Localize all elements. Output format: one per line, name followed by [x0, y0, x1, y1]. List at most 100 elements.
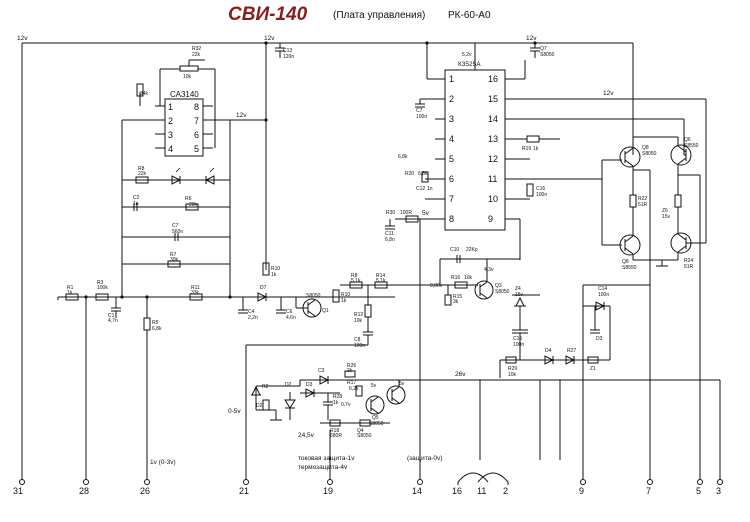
- svg-text:C15: C15: [513, 336, 522, 342]
- svg-text:3: 3: [168, 130, 173, 140]
- svg-text:1n: 1n: [133, 201, 139, 207]
- svg-text:100n: 100n: [416, 114, 427, 120]
- svg-text:22k: 22k: [192, 52, 201, 58]
- svg-text:Z1: Z1: [590, 366, 596, 372]
- svg-text:26v: 26v: [455, 371, 466, 378]
- svg-text:5v: 5v: [399, 381, 405, 387]
- svg-text:R19: R19: [522, 146, 531, 152]
- svg-text:R8: R8: [138, 166, 145, 172]
- svg-text:R28: R28: [333, 394, 342, 400]
- connector-pin-19: 19: [323, 460, 333, 496]
- svg-text:22k: 22k: [138, 171, 147, 177]
- svg-text:6: 6: [194, 130, 199, 140]
- svg-text:R30: R30: [386, 210, 395, 216]
- note-protection-0v: (защита-0v): [407, 455, 442, 462]
- pin9-network: C10 22Kp 4,3v R16 10k 0,86v R15 3k Q3 S8…: [430, 247, 520, 306]
- svg-text:Q3: Q3: [495, 283, 502, 289]
- connector-pin-28: 28: [79, 460, 89, 496]
- svg-text:120n: 120n: [283, 54, 294, 60]
- svg-text:0,86v: 0,86v: [430, 283, 443, 289]
- svg-text:R5: R5: [152, 320, 159, 326]
- ic1-name: К3525А: [458, 61, 481, 68]
- svg-text:C7: C7: [416, 108, 423, 114]
- svg-text:Q7: Q7: [540, 46, 547, 52]
- svg-text:R1: R1: [67, 285, 74, 291]
- svg-text:19: 19: [323, 486, 333, 496]
- header-title: СВИ-140: [228, 4, 308, 25]
- gate-clamp-network: Z4 15v C15 100n C14 100n D3 D4 R27 R29 1…: [499, 284, 650, 460]
- input-line: R1 1k R3 100k C1 4,7n R5 6,8k R11 33k C4…: [57, 262, 395, 460]
- pin6-network: R20 6,8k C12 1n: [405, 171, 435, 200]
- rail-12v-mid: 12v: [264, 35, 275, 42]
- capacitor-c13: C7 100n: [415, 98, 435, 120]
- svg-text:34k: 34k: [140, 91, 149, 97]
- connector-row: 31 28 26 21 19 14 16: [13, 460, 723, 496]
- svg-text:C6: C6: [286, 309, 293, 315]
- svg-text:R2: R2: [262, 384, 269, 390]
- svg-text:5: 5: [449, 154, 454, 164]
- resistor-r10b: R10 1k: [332, 289, 350, 304]
- svg-text:5,1k: 5,1k: [376, 278, 386, 284]
- svg-text:560n: 560n: [172, 229, 183, 235]
- svg-text:S8550: S8550: [622, 265, 637, 271]
- svg-text:15v: 15v: [662, 214, 671, 220]
- svg-text:51R: 51R: [684, 264, 694, 270]
- svg-text:R17: R17: [347, 380, 356, 386]
- svg-text:Z6: Z6: [662, 208, 668, 214]
- svg-text:6,8k: 6,8k: [418, 171, 428, 177]
- svg-text:2,2n: 2,2n: [248, 315, 258, 321]
- svg-text:S8050: S8050: [369, 421, 384, 427]
- pin8-network: R30 100R 5v C11 6,8n: [385, 210, 435, 243]
- svg-text:1n: 1n: [427, 186, 433, 192]
- header-model: РК-60-А0: [448, 10, 491, 21]
- svg-text:21: 21: [239, 486, 249, 496]
- pot-r32: R32 22k 10k: [159, 46, 216, 148]
- svg-text:R3: R3: [97, 280, 104, 286]
- protection-section: 26v 5v R2 D2 D2 C3 D3: [251, 363, 721, 460]
- ic2-name: СА3140: [170, 90, 199, 99]
- svg-text:1k: 1k: [533, 146, 539, 152]
- svg-text:16: 16: [488, 74, 498, 84]
- svg-text:R14: R14: [376, 273, 385, 279]
- connector-pin-31: 31: [13, 460, 25, 496]
- svg-text:D4: D4: [545, 348, 552, 354]
- svg-text:100n: 100n: [598, 292, 609, 298]
- svg-text:3: 3: [716, 486, 721, 496]
- svg-text:20k: 20k: [189, 202, 198, 208]
- svg-text:1: 1: [449, 74, 454, 84]
- svg-text:9: 9: [579, 486, 584, 496]
- svg-text:26: 26: [140, 486, 150, 496]
- svg-text:5: 5: [194, 144, 199, 154]
- svg-text:3: 3: [449, 114, 454, 124]
- svg-text:R22: R22: [638, 196, 647, 202]
- svg-text:S8050: S8050: [495, 289, 510, 295]
- svg-text:1k: 1k: [67, 290, 73, 296]
- connector-pin-14: 14: [412, 460, 423, 496]
- svg-text:S8550: S8550: [684, 143, 699, 149]
- svg-text:R24: R24: [684, 258, 693, 264]
- svg-text:11: 11: [488, 174, 497, 184]
- svg-text:100R: 100R: [400, 210, 412, 216]
- label-pin5: 6,8k: [398, 154, 408, 160]
- svg-text:8: 8: [449, 214, 454, 224]
- svg-text:5: 5: [696, 486, 701, 496]
- svg-text:7: 7: [194, 116, 199, 126]
- ic-k3525a: К3525А 5,2v 1 2 3 4 5 6 7 8 16 15 14 13 …: [435, 43, 515, 231]
- svg-text:5v: 5v: [422, 210, 430, 217]
- svg-text:R20: R20: [405, 171, 414, 177]
- svg-text:12: 12: [488, 154, 498, 164]
- svg-text:C2: C2: [133, 195, 140, 201]
- svg-text:7: 7: [449, 194, 454, 204]
- capacitor-c7-top: C13 120n: [275, 43, 294, 60]
- svg-text:51R: 51R: [638, 202, 648, 208]
- resistor-r23: R19 1k: [515, 135, 560, 152]
- svg-text:R11: R11: [191, 285, 200, 291]
- svg-text:28: 28: [79, 486, 89, 496]
- svg-text:Q1: Q1: [322, 308, 329, 314]
- svg-text:31: 31: [13, 486, 23, 496]
- svg-text:100n: 100n: [513, 342, 524, 348]
- label-c7: C13: [283, 48, 292, 54]
- svg-text:S8050: S8050: [357, 433, 372, 439]
- svg-text:4,7n: 4,7n: [108, 318, 118, 324]
